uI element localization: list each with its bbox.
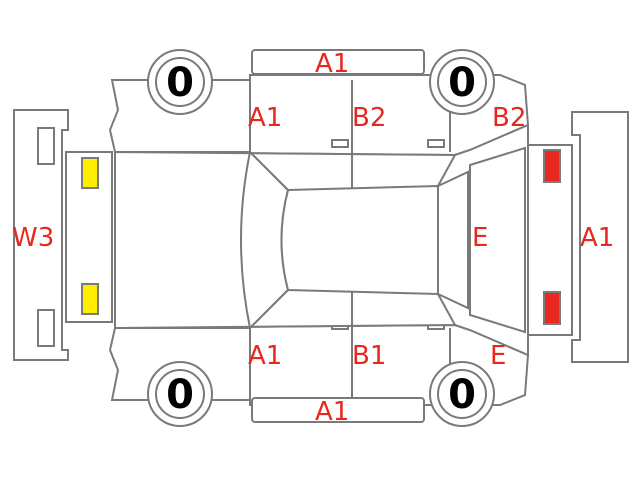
tire-reading-front-right: 0 [166, 372, 194, 418]
left-rear-door-handle [427, 139, 445, 148]
windshield-edge-bottom [249, 289, 289, 329]
roof-strip-bottom [251, 397, 425, 423]
front-lamp-bottom [81, 283, 99, 315]
code-rear-quarter-bottom: E [490, 341, 506, 371]
code-rear-door-bottom: B1 [352, 341, 386, 371]
roof [280, 184, 439, 296]
rear-lamp-bottom [543, 291, 561, 325]
windshield-edge-top [249, 151, 289, 191]
code-rear-door-top: B2 [352, 103, 386, 133]
tire-front-right [147, 361, 213, 427]
front-lamp-top [81, 157, 99, 189]
code-front-bumper: W3 [12, 223, 54, 253]
front-bumper-slot-bottom [37, 309, 55, 347]
left-front-door-handle [331, 139, 349, 148]
tailgate-window [469, 146, 526, 334]
code-roof-strip-top: A1 [315, 49, 349, 79]
code-front-door-top: A1 [248, 103, 282, 133]
code-front-door-bottom: A1 [248, 341, 282, 371]
rear-glass-edge-top [437, 154, 456, 187]
code-tailgate-glass: E [472, 223, 488, 253]
tire-rear-left [429, 49, 495, 115]
tire-reading-front-left: 0 [166, 60, 194, 106]
code-roof-strip-bottom: A1 [315, 397, 349, 427]
rear-glass-edge-bottom [437, 293, 456, 326]
rear-lamp-top [543, 149, 561, 183]
rear-glass [437, 170, 469, 310]
tire-front-left [147, 49, 213, 115]
tire-reading-rear-left: 0 [448, 60, 476, 106]
front-bumper-slot-top [37, 127, 55, 165]
code-rear-bumper: A1 [580, 223, 614, 253]
rear-bumper [571, 111, 629, 363]
code-rear-quarter-top: B2 [492, 103, 526, 133]
tire-reading-rear-right: 0 [448, 372, 476, 418]
front-bumper [13, 109, 69, 361]
tire-rear-right [429, 361, 495, 427]
roof-strip-top [251, 49, 425, 75]
